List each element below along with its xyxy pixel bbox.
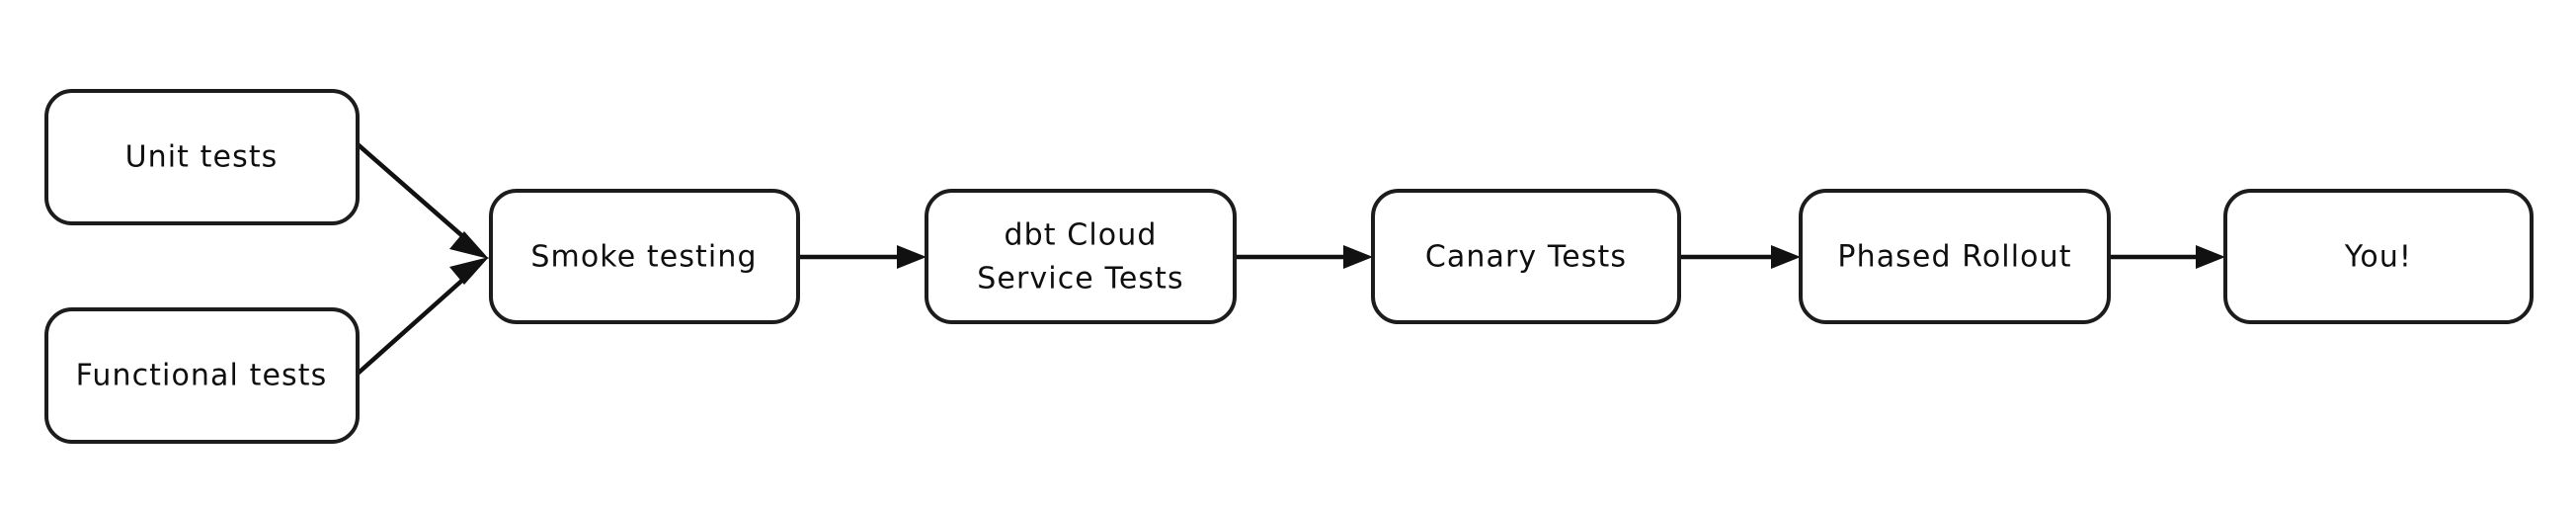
- edge-unit-to-smoke: [356, 142, 489, 259]
- edge-dbt-to-canary: [1235, 245, 1373, 269]
- node-you[interactable]: You!: [2223, 189, 2534, 324]
- node-label: Canary Tests: [1425, 240, 1627, 275]
- edge-phased-to-you: [2109, 245, 2225, 269]
- node-label: Smoke testing: [530, 240, 757, 275]
- node-shape[interactable]: [1371, 189, 1681, 324]
- arrow-head-icon: [897, 245, 926, 269]
- node-label: You!: [2344, 240, 2412, 275]
- edge-canary-to-phased: [1679, 245, 1801, 269]
- node-shape[interactable]: [1799, 189, 2111, 324]
- node-shape[interactable]: [44, 89, 360, 225]
- node-functional-tests[interactable]: Functional tests: [44, 307, 360, 444]
- arrow-head-icon: [1771, 245, 1801, 269]
- edge-smoke-to-dbt: [798, 245, 926, 269]
- node-label-line-2: Service Tests: [977, 262, 1183, 297]
- node-canary-tests[interactable]: Canary Tests: [1371, 189, 1681, 324]
- arrow-head-icon: [1343, 245, 1373, 269]
- node-unit-tests[interactable]: Unit tests: [44, 89, 360, 225]
- node-dbt-cloud-service-tests[interactable]: dbt Cloud Service Tests: [925, 189, 1237, 324]
- node-label: Unit tests: [125, 140, 279, 175]
- arrow-head-icon: [449, 257, 489, 285]
- arrow-head-icon: [2196, 245, 2225, 269]
- node-smoke-testing[interactable]: Smoke testing: [489, 189, 800, 324]
- node-label: Functional tests: [76, 359, 328, 393]
- node-shape[interactable]: [489, 189, 800, 324]
- arrow-head-icon: [449, 231, 489, 259]
- edge-functional-to-smoke: [356, 257, 489, 376]
- node-label-line-1: dbt Cloud: [1005, 218, 1158, 253]
- edge-line: [356, 267, 477, 376]
- node-shape[interactable]: [44, 307, 360, 444]
- node-shape[interactable]: [2223, 189, 2534, 324]
- node-phased-rollout[interactable]: Phased Rollout: [1799, 189, 2111, 324]
- node-shape[interactable]: [925, 189, 1237, 324]
- edge-line: [356, 142, 477, 249]
- node-label: Phased Rollout: [1837, 240, 2071, 275]
